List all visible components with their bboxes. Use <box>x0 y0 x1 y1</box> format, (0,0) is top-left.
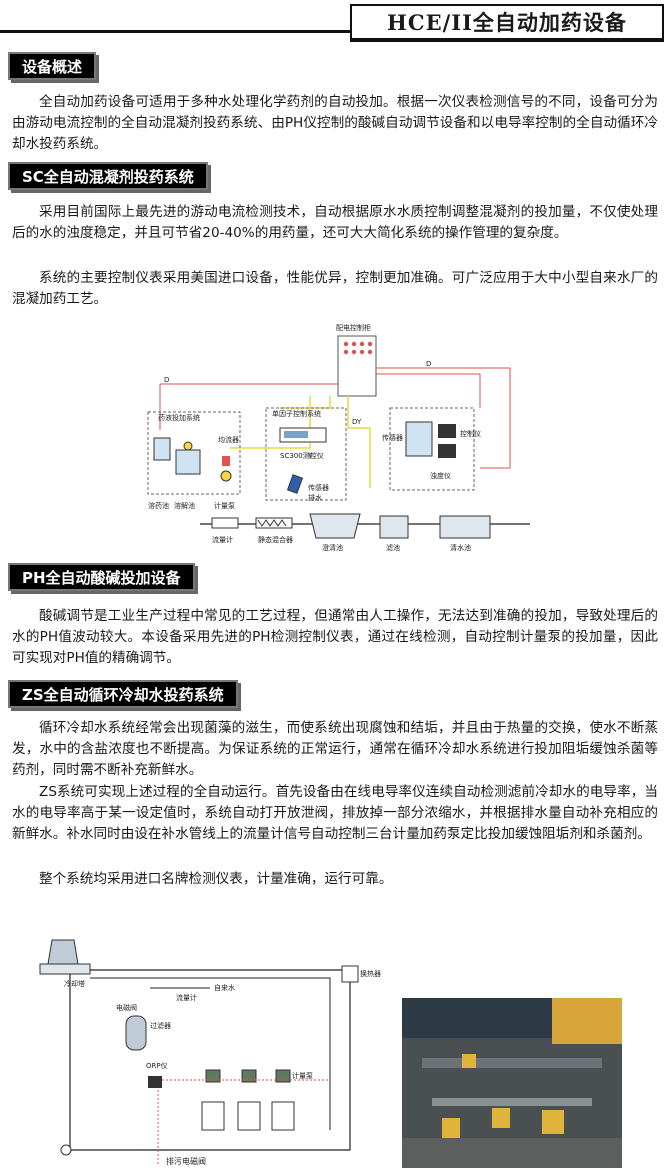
overview-text: 全自动加药设备可适用于多种水处理化学药剂的自动投加。根据一次仪表检测信号的不同，… <box>12 94 658 152</box>
dissolve-tank-label: 溶药池 <box>148 501 169 510</box>
static-mixer <box>255 517 293 529</box>
sensor-label: 传感器 <box>308 483 329 492</box>
header-bar: HCE/II全自动加药设备 <box>0 0 666 42</box>
orp-meter <box>148 1076 162 1088</box>
equipment-photo <box>402 998 622 1168</box>
heat-exchanger <box>341 965 359 983</box>
zs-paragraph-3: 整个系统均采用进口名牌检测仪表，计量准确，运行可靠。 <box>39 871 393 887</box>
turbidity-sensor <box>405 421 433 457</box>
ion-system-label: 单因子控制系统 <box>272 409 321 418</box>
flowmeter-label: 流量计 <box>212 535 233 544</box>
dissolve-tank-1 <box>153 437 171 461</box>
signal-d-1: D <box>164 376 169 384</box>
signal-dy: DY <box>352 418 362 426</box>
zs-paragraph-1: 循环冷却水系统经常会出现菌藻的滋生，而使系统出现腐蚀和结垢，并且由于热量的交换，… <box>12 720 658 778</box>
metering-pump <box>220 470 232 482</box>
sc-sensor <box>286 474 304 494</box>
cooling-tower-label: 冷却塔 <box>64 979 85 988</box>
dissolve-tank-2 <box>175 449 201 475</box>
turbidity-box <box>389 407 475 491</box>
clarifier <box>309 513 361 539</box>
sc-process-diagram: 配电控制柜 D D DY Y 药液投加系统 均流器 溶药池 溶解池 计量泵 单因… <box>147 323 530 552</box>
zs-heading: ZS全自动循环冷却水投药系统 <box>8 680 238 708</box>
filter-vessel <box>125 1015 147 1051</box>
signal-y: Y <box>307 452 313 460</box>
circulation-pump <box>60 1144 72 1156</box>
meter-label: SC300测控仪 <box>280 451 324 460</box>
flow-equalizer <box>222 456 230 466</box>
drain-label: 排水 <box>308 493 322 502</box>
pump-label-2: 计量泵 <box>292 1071 313 1080</box>
drain-valve-label: 排污电磁阀 <box>166 1156 206 1166</box>
zs-paragraph-2: ZS系统可实现上述过程的全自动运行。首先设备由在线电导率仪连续自动检测滤前冷却水… <box>12 784 658 842</box>
ph-paragraph-1: 酸碱调节是工业生产过程中常见的工艺过程，但通常由人工操作，无法达到准确的投加，导… <box>12 608 658 666</box>
meter-display <box>284 431 308 438</box>
page-title: HCE/II全自动加药设备 <box>350 4 664 42</box>
static-mixer-label: 静态混合器 <box>258 535 293 544</box>
tap-water-label: 自来水 <box>214 983 235 992</box>
heat-exchanger-label: 换热器 <box>360 969 381 978</box>
signal-d-2: D <box>426 360 431 368</box>
flowmeter-small-label: 均流器 <box>218 435 239 444</box>
filter-label-2: 过滤器 <box>150 1021 171 1030</box>
clear-water-pool <box>439 515 491 539</box>
controller-unit <box>438 424 456 438</box>
flowmeter <box>211 517 239 529</box>
flowmeter-label-2: 流量计 <box>176 993 197 1002</box>
ph-heading: PH全自动酸碱投加设备 <box>8 563 195 591</box>
turbidimeter-unit <box>438 444 456 458</box>
overview-heading: 设备概述 <box>8 52 97 80</box>
sc-paragraph-2: 系统的主要控制仪表采用美国进口设备，性能优异，控制更加准确。可广泛应用于大中小型… <box>12 270 658 307</box>
clear-pool-label: 清水池 <box>450 543 471 552</box>
pump-label: 计量泵 <box>214 501 235 510</box>
zs-process-diagram: 冷却塔 换热器 自来水 流量计 电磁阀 过滤器 ORP仪 计量泵 排污电磁阀 <box>39 939 381 1166</box>
pump-3 <box>275 1069 291 1083</box>
filter-pool <box>379 515 409 539</box>
turbidimeter-label: 浊度仪 <box>430 471 451 480</box>
pump-1 <box>205 1069 221 1083</box>
sc-heading: SC全自动混凝剂投药系统 <box>8 162 208 190</box>
dissolve-tank2-label: 溶解池 <box>174 501 195 510</box>
filter-label: 滤池 <box>386 543 400 552</box>
controller-label: 控制仪 <box>460 429 481 438</box>
mixer-icon <box>183 441 193 451</box>
cabinet-label: 配电控制柜 <box>336 323 371 332</box>
clarifier-label: 澄清池 <box>322 543 343 552</box>
header-rule <box>0 30 350 33</box>
pump-2 <box>241 1069 257 1083</box>
dosing-system-label: 药液投加系统 <box>158 413 200 422</box>
orp-label: ORP仪 <box>146 1062 168 1070</box>
dosing-system-box <box>147 411 241 495</box>
ion-control-box <box>265 407 347 501</box>
cooling-tower <box>47 939 79 965</box>
sensor2-label: 传感器 <box>382 433 403 442</box>
solenoid-label: 电磁阀 <box>116 1003 137 1012</box>
sc-paragraph-1: 采用目前国际上最先进的游动电流检测技术，自动根据原水水质控制调整混凝剂的投加量，… <box>12 204 658 241</box>
